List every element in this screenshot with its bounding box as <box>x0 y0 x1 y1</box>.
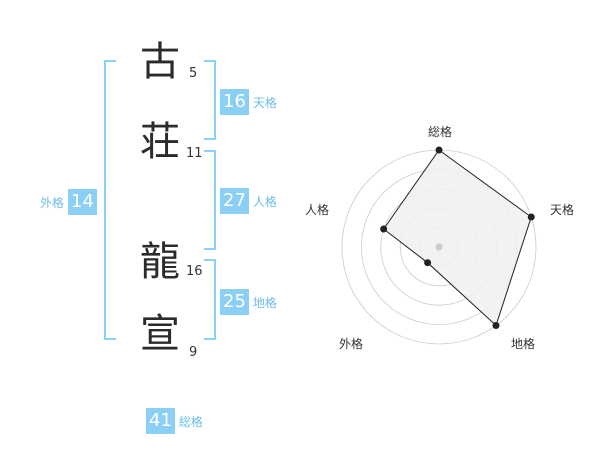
jinkaku-bracket <box>204 150 216 250</box>
stroke-count-2: 11 <box>186 146 203 161</box>
tenkaku-badge: 16 天格 <box>220 89 277 115</box>
radar-point-3 <box>424 259 432 267</box>
chikaku-value: 25 <box>220 289 249 315</box>
tenkaku-bracket <box>204 60 216 140</box>
radar-axis-label-gaikaku: 外格 <box>339 337 364 351</box>
radar-point-1 <box>527 213 535 221</box>
gaikaku-value: 14 <box>68 189 97 215</box>
name-char-1: 古 <box>140 39 180 85</box>
tenkaku-value: 16 <box>220 89 249 115</box>
radar-series-area <box>382 149 532 327</box>
radar-axis-label-tenkaku: 天格 <box>550 203 575 217</box>
soukaku-value: 41 <box>146 408 175 434</box>
radar-axis-label-jinkaku: 人格 <box>305 203 330 217</box>
gaikaku-badge: 外格 14 <box>40 189 97 215</box>
radar-center-dot <box>435 243 443 251</box>
radar-point-2 <box>492 321 500 329</box>
tenkaku-label: 天格 <box>252 95 277 110</box>
gaikaku-label: 外格 <box>40 195 65 210</box>
soukaku-badge: 41 総格 <box>146 408 203 434</box>
jinkaku-value: 27 <box>220 188 249 214</box>
jinkaku-badge: 27 人格 <box>220 188 277 214</box>
jinkaku-label: 人格 <box>252 194 277 209</box>
stroke-count-4: 9 <box>189 345 198 360</box>
stroke-count-1: 5 <box>189 66 198 81</box>
chikaku-bracket <box>204 259 216 340</box>
radar-point-0 <box>435 146 443 154</box>
chikaku-label: 地格 <box>252 295 277 310</box>
soukaku-label: 総格 <box>178 414 203 429</box>
name-char-4: 宣 <box>140 311 180 357</box>
name-char-3: 龍 <box>140 239 180 285</box>
gaikaku-bracket <box>104 60 116 340</box>
chikaku-badge: 25 地格 <box>220 289 277 315</box>
radar-axis-label-chikaku: 地格 <box>511 337 536 351</box>
radar-axis-label-soukaku: 総格 <box>428 125 453 139</box>
stroke-count-3: 16 <box>186 264 203 279</box>
radar-point-4 <box>380 225 388 233</box>
name-char-2: 荘 <box>140 119 180 165</box>
